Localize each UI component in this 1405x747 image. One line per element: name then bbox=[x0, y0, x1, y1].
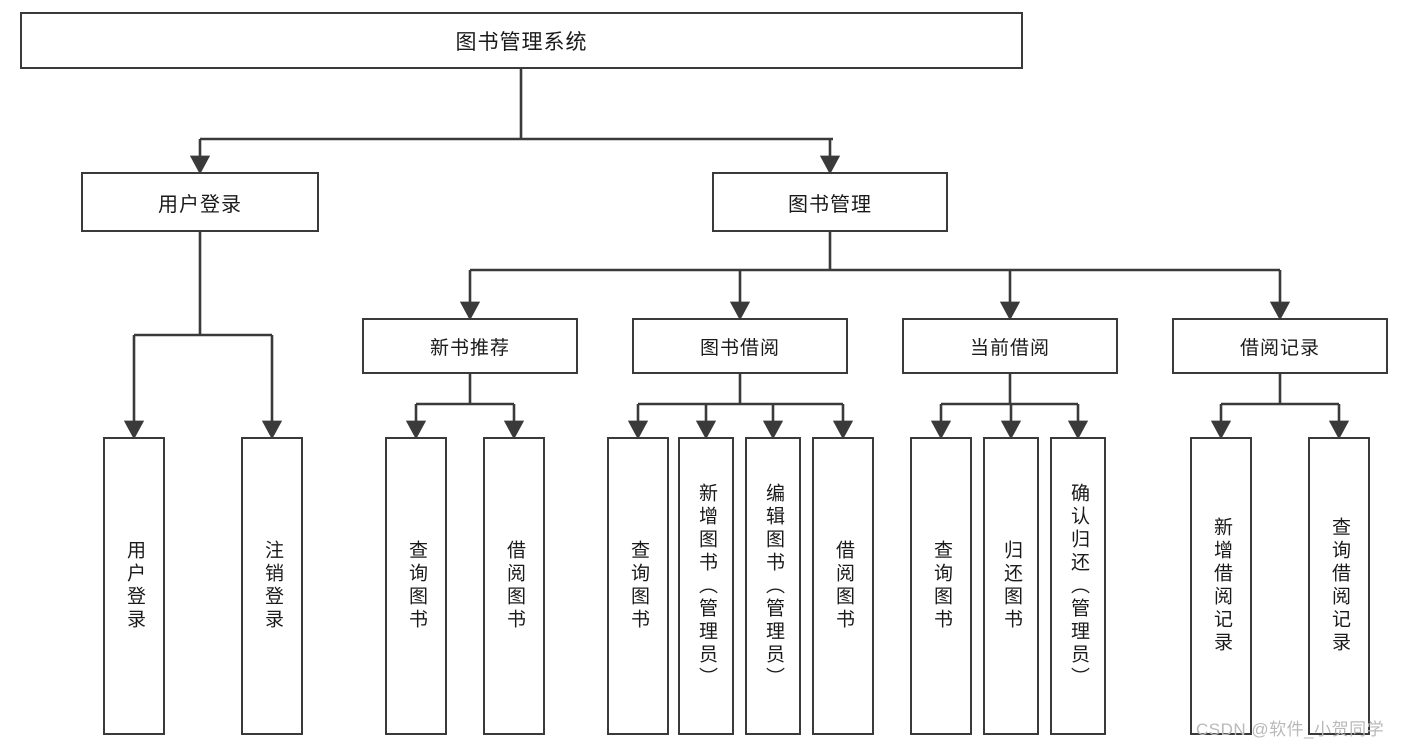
node-new-book-recommend[interactable]: 新书推荐 bbox=[362, 318, 578, 374]
node-leaf-add-record[interactable]: 新增借阅记录 bbox=[1190, 437, 1252, 735]
node-user-login[interactable]: 用户登录 bbox=[81, 172, 319, 232]
node-leaf-query-book-1[interactable]: 查询图书 bbox=[385, 437, 447, 735]
node-borrow-record[interactable]: 借阅记录 bbox=[1172, 318, 1388, 374]
node-leaf-borrow-book-2-label: 借阅图书 bbox=[832, 540, 854, 632]
node-borrow-record-label: 借阅记录 bbox=[1239, 337, 1320, 359]
node-leaf-query-record[interactable]: 查询借阅记录 bbox=[1308, 437, 1370, 735]
node-leaf-borrow-book-2[interactable]: 借阅图书 bbox=[812, 437, 874, 735]
node-leaf-user-login-label: 用户登录 bbox=[123, 540, 145, 632]
node-leaf-edit-book-label: 编辑图书（管理员） bbox=[762, 482, 784, 690]
edges-root-to-level1 bbox=[189, 69, 841, 175]
node-leaf-add-book-label: 新增图书（管理员） bbox=[695, 482, 717, 690]
node-leaf-query-book-2[interactable]: 查询图书 bbox=[607, 437, 669, 735]
node-leaf-borrow-book-1-label: 借阅图书 bbox=[503, 540, 525, 632]
node-leaf-query-book-1-label: 查询图书 bbox=[405, 540, 427, 632]
node-current-borrow[interactable]: 当前借阅 bbox=[902, 318, 1118, 374]
node-leaf-user-logout-label: 注销登录 bbox=[261, 540, 283, 632]
node-leaf-query-book-3-label: 查询图书 bbox=[930, 540, 952, 632]
node-user-login-label: 用户登录 bbox=[158, 193, 242, 216]
node-leaf-query-record-label: 查询借阅记录 bbox=[1328, 517, 1350, 655]
node-root-label: 图书管理系统 bbox=[455, 30, 588, 54]
node-book-manage-label: 图书管理 bbox=[788, 193, 872, 216]
node-root[interactable]: 图书管理系统 bbox=[20, 12, 1023, 69]
node-leaf-edit-book[interactable]: 编辑图书（管理员） bbox=[745, 437, 801, 735]
node-book-borrow[interactable]: 图书借阅 bbox=[632, 318, 848, 374]
edges-bookborrow-to-leaves bbox=[627, 374, 854, 440]
node-leaf-add-book[interactable]: 新增图书（管理员） bbox=[678, 437, 734, 735]
node-leaf-add-record-label: 新增借阅记录 bbox=[1210, 517, 1232, 655]
node-book-borrow-label: 图书借阅 bbox=[699, 337, 780, 359]
node-book-manage[interactable]: 图书管理 bbox=[712, 172, 948, 232]
node-current-borrow-label: 当前借阅 bbox=[969, 337, 1050, 359]
edges-userlogin-to-leaves bbox=[123, 232, 283, 440]
node-leaf-query-book-2-label: 查询图书 bbox=[627, 540, 649, 632]
edges-newbook-to-leaves bbox=[405, 374, 525, 440]
node-leaf-confirm-return-label: 确认归还（管理员） bbox=[1067, 482, 1089, 690]
node-leaf-confirm-return[interactable]: 确认归还（管理员） bbox=[1050, 437, 1106, 735]
node-leaf-user-logout[interactable]: 注销登录 bbox=[241, 437, 303, 735]
edges-bookmanage-to-level2 bbox=[459, 232, 1291, 321]
node-leaf-return-book-label: 归还图书 bbox=[1000, 540, 1022, 632]
node-leaf-borrow-book-1[interactable]: 借阅图书 bbox=[483, 437, 545, 735]
node-leaf-return-book[interactable]: 归还图书 bbox=[983, 437, 1039, 735]
node-leaf-query-book-3[interactable]: 查询图书 bbox=[910, 437, 972, 735]
edges-borrowrecord-to-leaves bbox=[1210, 374, 1350, 440]
node-new-book-recommend-label: 新书推荐 bbox=[429, 337, 510, 359]
node-leaf-user-login[interactable]: 用户登录 bbox=[103, 437, 165, 735]
edges-currentborrow-to-leaves bbox=[930, 374, 1089, 440]
csdn-watermark: CSDN @软件_小贺同学 bbox=[1196, 720, 1385, 739]
